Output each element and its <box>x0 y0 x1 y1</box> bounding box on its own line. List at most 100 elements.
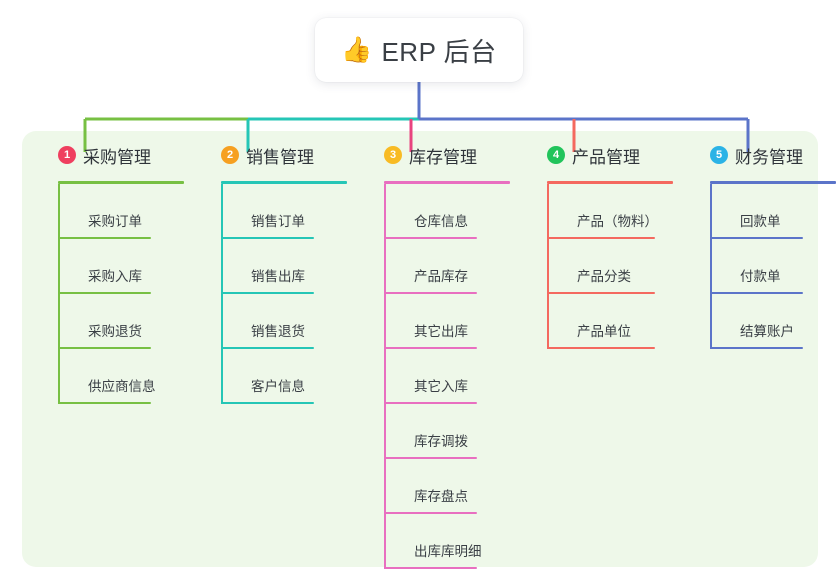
root-node[interactable]: 👍 ERP 后台 <box>315 18 523 82</box>
branch-column-3: 3 库存管理仓库信息产品库存其它出库其它入库库存调拨库存盘点出库库明细 <box>366 140 510 569</box>
branch-spine <box>221 184 223 404</box>
branch-item-underline <box>547 237 655 239</box>
branch-item[interactable]: 产品（物料） <box>547 184 658 239</box>
branch-item-underline <box>384 567 477 569</box>
branch-item[interactable]: 仓库信息 <box>384 184 477 239</box>
branch-title-underline <box>384 181 510 184</box>
branch-item-underline <box>384 292 477 294</box>
branch-title: 采购管理 <box>83 147 151 167</box>
branch-spine <box>710 184 712 349</box>
branch-header-row: 5 财务管理 <box>692 140 818 170</box>
branch-item[interactable]: 库存调拨 <box>384 404 477 459</box>
branch-number-badge: 1 <box>58 146 76 164</box>
branch-item-label: 采购入库 <box>88 269 142 284</box>
branch-title: 产品管理 <box>572 147 640 167</box>
branch-title-underline <box>58 181 184 184</box>
branch-items: 仓库信息产品库存其它出库其它入库库存调拨库存盘点出库库明细 <box>366 184 492 569</box>
branch-title-underline <box>547 181 673 184</box>
branch-item[interactable]: 销售出库 <box>221 239 314 294</box>
branch-item-label: 采购订单 <box>88 214 142 229</box>
branch-items: 产品（物料） 产品分类产品单位 <box>529 184 658 349</box>
branch-item-label: 产品单位 <box>577 324 631 339</box>
branch-item-label: 销售订单 <box>251 214 305 229</box>
branch-item-label: 产品库存 <box>414 269 468 284</box>
branch-item[interactable]: 销售退货 <box>221 294 314 349</box>
branch-header-4[interactable]: 4 产品管理 <box>529 140 673 184</box>
branch-spine <box>547 184 549 349</box>
branch-item-label: 销售退货 <box>251 324 305 339</box>
branch-header-row: 3 库存管理 <box>366 140 492 170</box>
branch-item-label: 结算账户 <box>740 324 794 339</box>
branch-item-underline <box>221 292 314 294</box>
branch-item-label: 客户信息 <box>251 379 305 394</box>
branch-item[interactable]: 产品库存 <box>384 239 477 294</box>
branch-title-underline <box>710 181 836 184</box>
branch-header-row: 4 产品管理 <box>529 140 655 170</box>
branch-item-label: 付款单 <box>740 269 781 284</box>
branch-number-badge: 5 <box>710 146 728 164</box>
branch-item[interactable]: 采购入库 <box>58 239 151 294</box>
branch-number-badge: 2 <box>221 146 239 164</box>
branch-header-3[interactable]: 3 库存管理 <box>366 140 510 184</box>
root-node-content: 👍 ERP 后台 <box>341 32 496 69</box>
branch-item[interactable]: 客户信息 <box>221 349 314 404</box>
branch-header-row: 1 采购管理 <box>40 140 166 170</box>
branch-item-underline <box>710 237 803 239</box>
branch-column-4: 4 产品管理产品（物料） 产品分类产品单位 <box>529 140 673 349</box>
branch-title: 库存管理 <box>409 147 477 167</box>
branch-item-label: 出库库明细 <box>414 544 482 559</box>
branch-item[interactable]: 出库库明细 <box>384 514 482 569</box>
branch-spine <box>384 184 386 569</box>
branch-header-5[interactable]: 5 财务管理 <box>692 140 836 184</box>
branch-item-underline <box>384 402 477 404</box>
branch-item[interactable]: 采购订单 <box>58 184 151 239</box>
branch-item-underline <box>547 347 655 349</box>
branch-title: 财务管理 <box>735 147 803 167</box>
branch-item[interactable]: 其它出库 <box>384 294 477 349</box>
branch-number-badge: 4 <box>547 146 565 164</box>
branch-number-badge: 3 <box>384 146 402 164</box>
thumbs-up-icon: 👍 <box>341 35 373 64</box>
branch-item-underline <box>384 457 477 459</box>
branch-item-label: 库存调拨 <box>414 434 468 449</box>
branch-item-label: 库存盘点 <box>414 489 468 504</box>
branches-panel <box>22 131 818 567</box>
branch-item-label: 回款单 <box>740 214 781 229</box>
branch-item-underline <box>221 237 314 239</box>
branch-item[interactable]: 供应商信息 <box>58 349 156 404</box>
branch-item-underline <box>547 292 655 294</box>
branch-item-label: 产品分类 <box>577 269 631 284</box>
branch-item[interactable]: 产品单位 <box>547 294 655 349</box>
branch-item-label: 其它入库 <box>414 379 468 394</box>
branch-item[interactable]: 采购退货 <box>58 294 151 349</box>
branch-header-1[interactable]: 1 采购管理 <box>40 140 184 184</box>
branch-item[interactable]: 库存盘点 <box>384 459 477 514</box>
branch-items: 回款单付款单结算账户 <box>692 184 818 349</box>
branch-header-row: 2 销售管理 <box>203 140 329 170</box>
branch-column-2: 2 销售管理销售订单销售出库销售退货客户信息 <box>203 140 347 404</box>
branch-item-underline <box>58 292 151 294</box>
branch-item-underline <box>710 347 803 349</box>
branch-item-label: 销售出库 <box>251 269 305 284</box>
branch-column-5: 5 财务管理回款单付款单结算账户 <box>692 140 836 349</box>
root-title: ERP 后台 <box>381 36 497 67</box>
branch-item-underline <box>221 347 314 349</box>
branch-column-1: 1 采购管理采购订单采购入库采购退货供应商信息 <box>40 140 184 404</box>
branch-item[interactable]: 结算账户 <box>710 294 803 349</box>
branch-title-underline <box>221 181 347 184</box>
branch-item[interactable]: 付款单 <box>710 239 803 294</box>
branch-item[interactable]: 销售订单 <box>221 184 314 239</box>
branch-item[interactable]: 其它入库 <box>384 349 477 404</box>
branch-title: 销售管理 <box>246 147 314 167</box>
branch-header-2[interactable]: 2 销售管理 <box>203 140 347 184</box>
branch-item-label: 采购退货 <box>88 324 142 339</box>
branch-item-underline <box>58 237 151 239</box>
branch-item-underline <box>58 347 151 349</box>
branch-item-label: 其它出库 <box>414 324 468 339</box>
branch-items: 销售订单销售出库销售退货客户信息 <box>203 184 329 404</box>
branch-item-underline <box>58 402 151 404</box>
branch-item-underline <box>384 237 477 239</box>
branch-item[interactable]: 回款单 <box>710 184 803 239</box>
branch-item[interactable]: 产品分类 <box>547 239 655 294</box>
